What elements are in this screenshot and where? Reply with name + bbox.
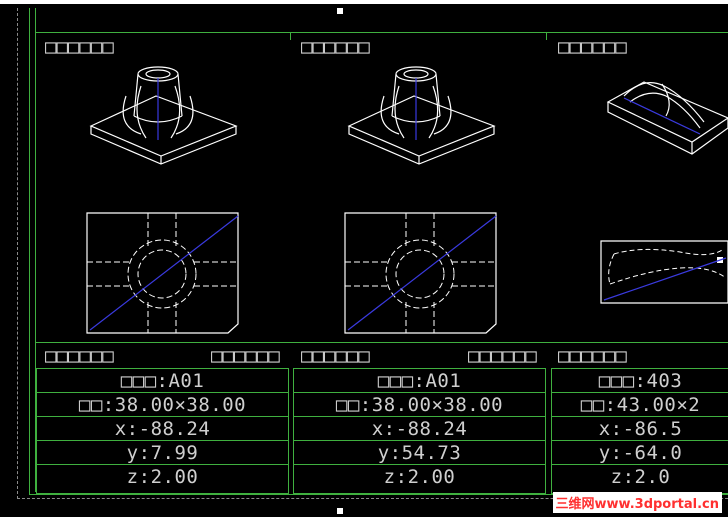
info-row-y[interactable]: y: 54.73 [294,441,545,465]
panel-1-plan-label-left: □□□□□□ [45,345,114,367]
info-row-size[interactable]: □□: 38.00×38.00 [37,393,288,417]
info-row-size[interactable]: □□: 43.00×2 [552,393,728,417]
drawing-border-inner [35,8,728,492]
panel-2-view-label: □□□□□□ [301,36,370,58]
panel-3-view-label: □□□□□□ [558,36,627,58]
panel-divider-2 [546,32,547,40]
panel-1-plan-view[interactable] [86,212,240,334]
info-row-z[interactable]: z: 2.00 [126,466,199,488]
info-row-x[interactable]: x: -88.24 [37,417,288,441]
site-watermark: 三维网www.3dportal.cn [552,492,722,513]
panel-3-plan-label-left: □□□□□□ [558,345,627,367]
info-row-id[interactable]: □□□:403 [552,369,728,393]
info-row-x[interactable]: x: -86.5 [552,417,728,441]
drawing-border-dashed [17,8,728,499]
header-rule [36,32,728,33]
panel-1-info-table: □□□:A01 □□: 38.00×38.00 x: -88.24 y: 7.9… [36,368,289,494]
panel-2-info-table: □□□:A01 □□: 38.00×38.00 x: -88.24 y: 54.… [293,368,546,494]
drawing-border-outer [29,8,728,495]
info-row-id[interactable]: □□□:A01 [294,369,545,393]
panel-divider-1 [290,32,291,40]
selection-grip-bottom[interactable] [337,508,343,514]
info-row-z[interactable]: z: 2.0 [610,466,671,488]
selection-grip-top[interactable] [337,8,343,14]
panel-2-plan-view[interactable] [344,212,498,334]
info-row-id[interactable]: □□□:A01 [37,369,288,393]
info-row-y[interactable]: y: 7.99 [37,441,288,465]
panel-3-info-table: □□□:403 □□: 43.00×2 x: -86.5 y: -64.0 z:… [551,368,728,494]
panel-1-plan-label-right: □□□□□□ [211,345,280,367]
panel-2-plan-label-left: □□□□□□ [301,345,370,367]
panel-3-iso-view[interactable] [604,72,728,162]
top-ruler-gap [0,4,728,8]
info-row-x[interactable]: x: -88.24 [294,417,545,441]
plan-rule [36,342,728,343]
panel-1-iso-view[interactable] [86,56,256,176]
panel-2-plan-label-right: □□□□□□ [468,345,537,367]
panel-2-iso-view[interactable] [344,56,514,176]
info-row-y[interactable]: y: -64.0 [552,441,728,465]
info-row-size[interactable]: □□: 38.00×38.00 [294,393,545,417]
panel-3-plan-view[interactable] [600,240,728,304]
panel-1-view-label: □□□□□□ [45,36,114,58]
info-row-z[interactable]: z: 2.00 [383,466,456,488]
